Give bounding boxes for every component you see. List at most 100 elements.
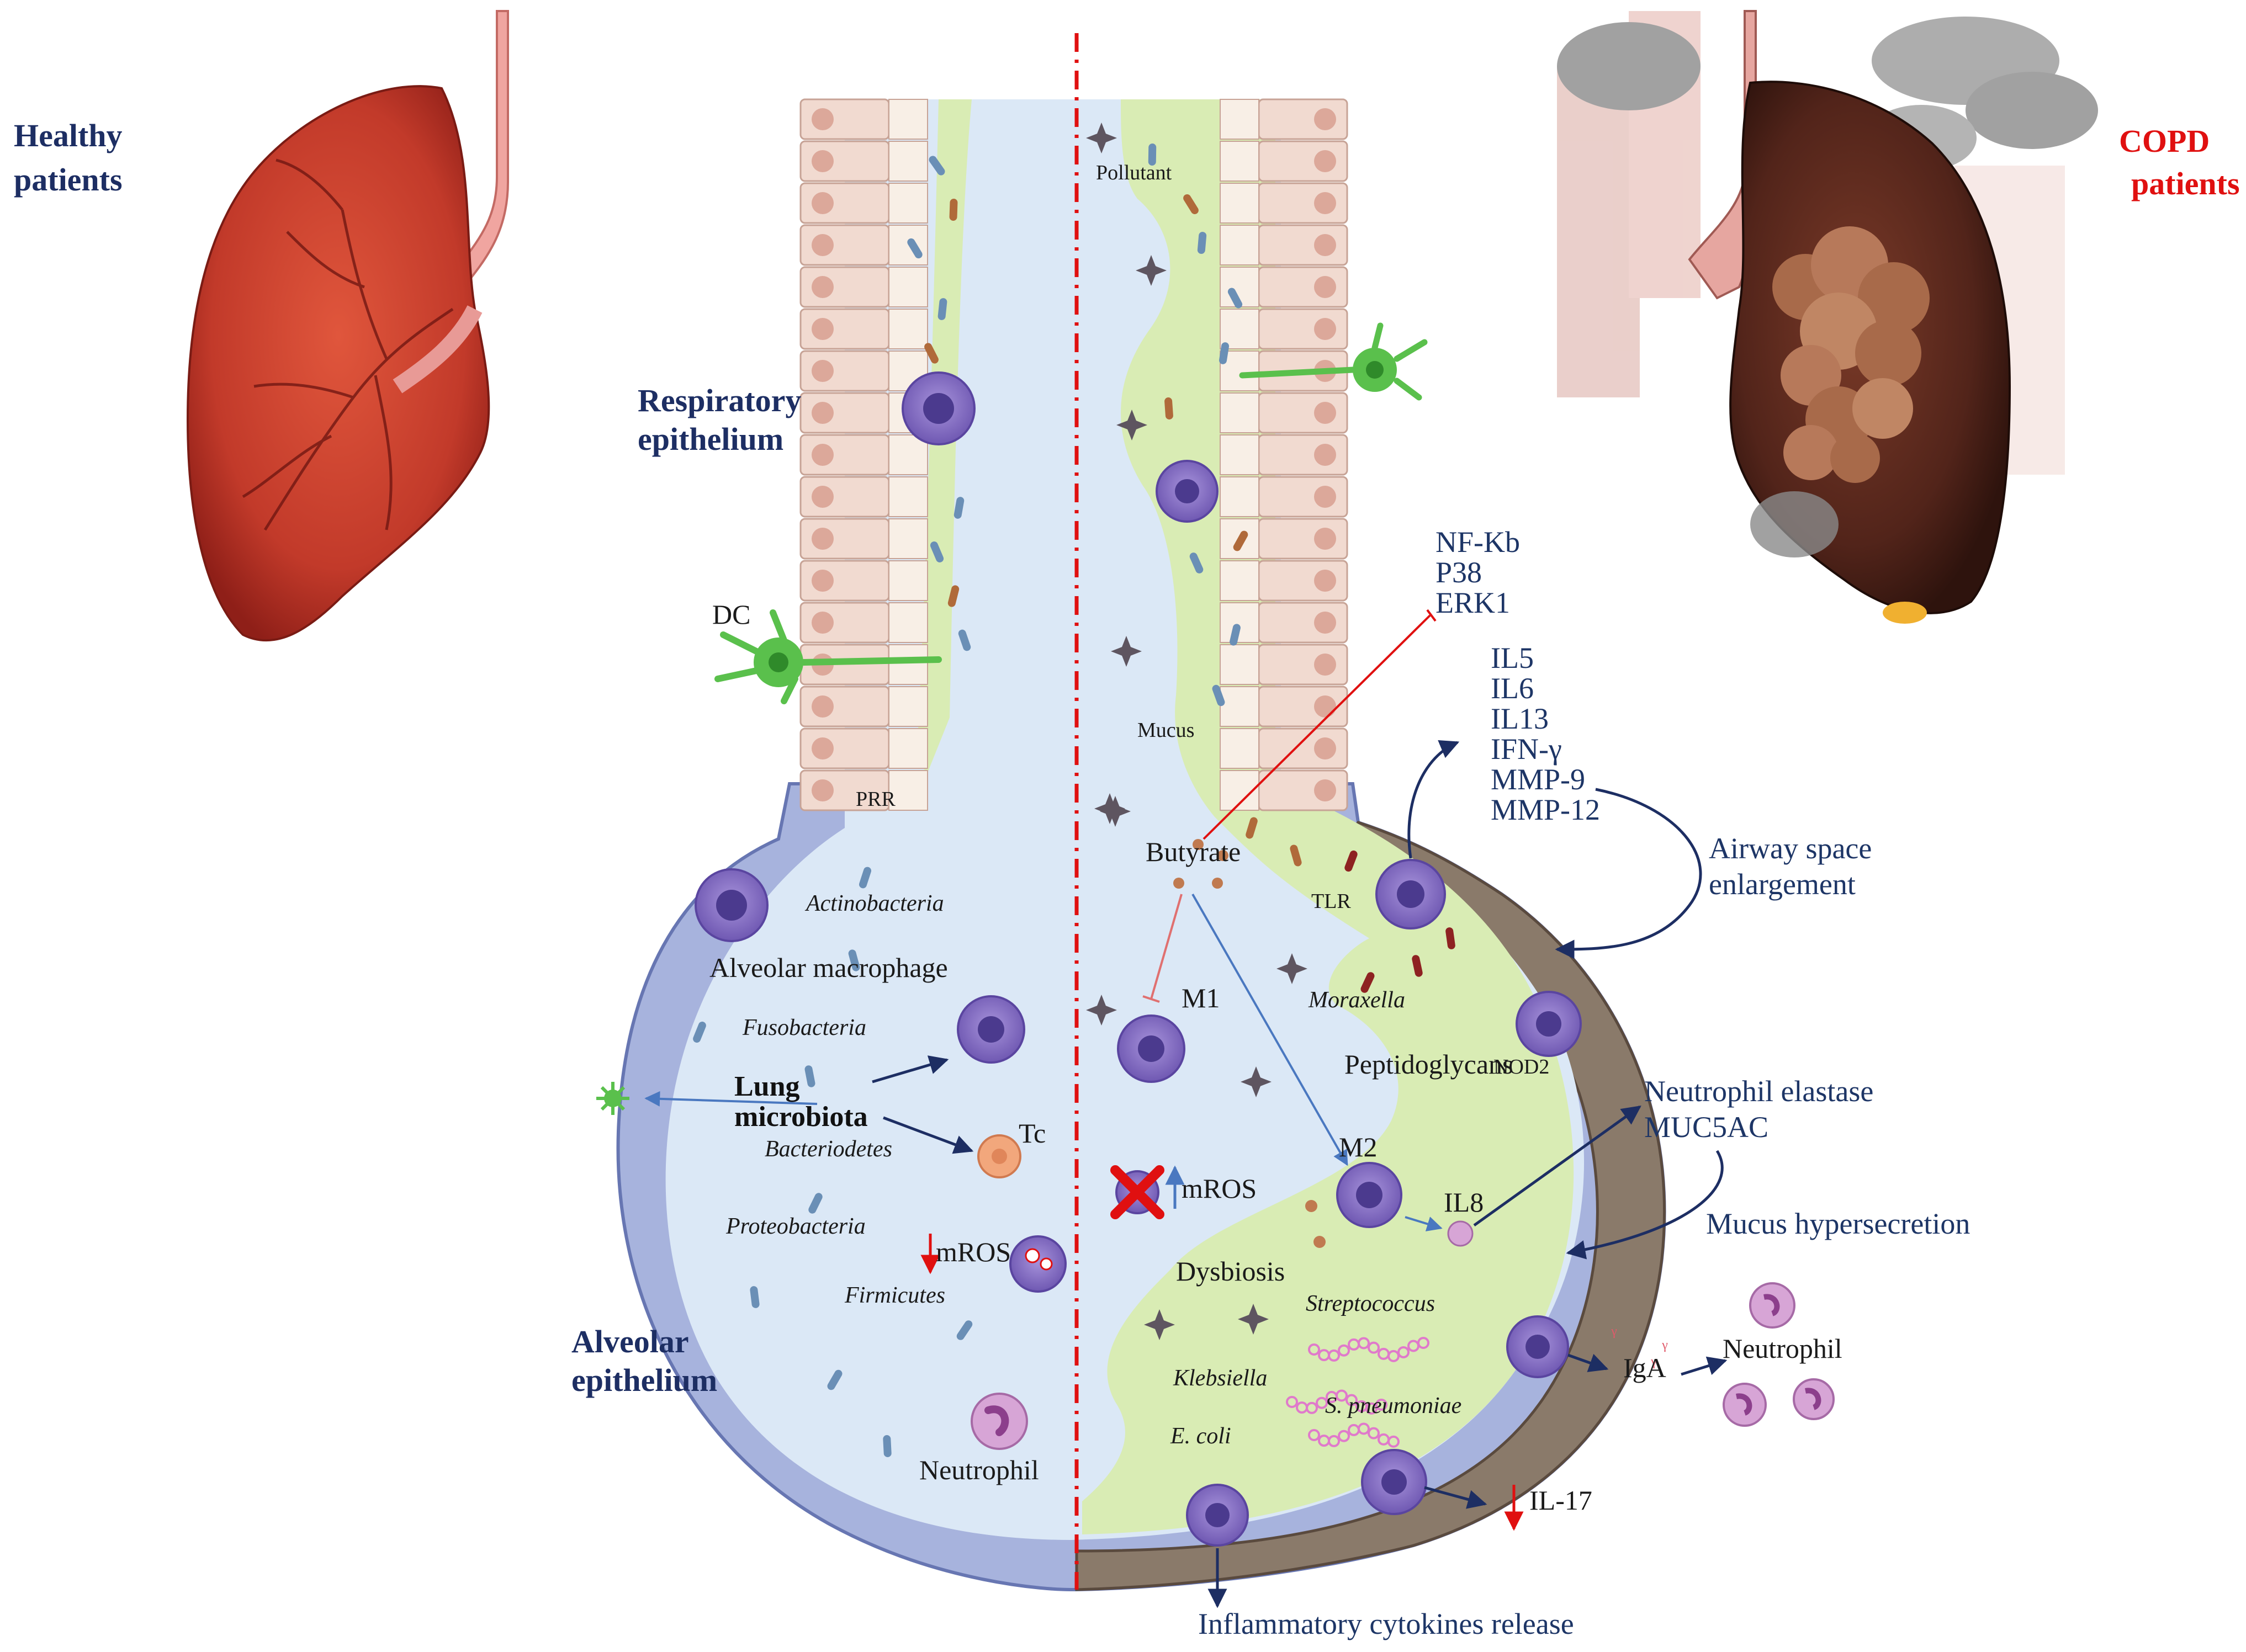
cilia-band [1220, 476, 1259, 517]
streptococcus-coccus [1306, 1401, 1318, 1414]
pollutant-star [1086, 123, 1117, 153]
bacterium [1183, 194, 1199, 215]
dysbiosis-label: Dysbiosis [1176, 1256, 1285, 1287]
cilia-band [888, 770, 928, 811]
lung-microbiota-label-2: microbiota [734, 1101, 868, 1133]
neutrophil-group-right [1723, 1282, 1835, 1427]
cilia-band [1220, 686, 1259, 727]
cilia-band [888, 225, 928, 265]
cell-nucleus [812, 402, 834, 424]
streptococcus-chains [1286, 1337, 1429, 1448]
cytokine-item: IL13 [1491, 702, 1549, 735]
cell-nucleus [812, 528, 834, 550]
bacterium [1412, 955, 1423, 977]
streptococcus-label: Streptococcus [1306, 1291, 1435, 1316]
macrophage-iga-icon [1506, 1315, 1569, 1378]
mucus-label: Mucus [1137, 719, 1194, 742]
cilia-band [888, 560, 928, 601]
cilia-band [1220, 434, 1259, 475]
cilia-band [888, 267, 928, 307]
dc-small-icon [596, 1082, 629, 1115]
cell-nucleus [1314, 612, 1336, 634]
copd-label-2: patients [2131, 166, 2240, 201]
respiratory-epithelium-label-1: Respiratory [638, 383, 801, 418]
airway-label-2: enlargement [1709, 868, 1856, 901]
macrophage-mros-healthy [1009, 1235, 1067, 1293]
bacterium [693, 1021, 706, 1043]
cilia-band [1220, 309, 1259, 349]
iga-glyphs: ᵞ ᵞ ᵞ [1611, 1321, 1668, 1377]
cilia-band [888, 644, 928, 685]
cilia-band [1220, 141, 1259, 182]
streptococcus-coccus [1338, 1344, 1350, 1357]
cytokine-item: IL5 [1491, 641, 1534, 674]
neutrophil-elastase-label: Neutrophil elastase [1644, 1075, 1873, 1108]
pollutant-star [1238, 1304, 1269, 1335]
cilia-band [888, 476, 928, 517]
signaling-list: NF-Kb P38 ERK1 [1435, 525, 1520, 619]
cell-nucleus [812, 570, 834, 592]
streptococcus-coccus [1375, 1398, 1387, 1411]
alveolar-macrophage-icon [695, 868, 769, 942]
macrophage-epithelium-copd [1156, 460, 1219, 523]
cilia-band [888, 309, 928, 349]
cell-nucleus [1314, 192, 1336, 214]
copd-epithelium [1220, 98, 1348, 811]
bacterium [956, 1320, 973, 1340]
cell-nucleus [1314, 737, 1336, 759]
fusobacteria-label: Fusobacteria [742, 1015, 866, 1040]
streptococcus-coccus [1328, 1349, 1340, 1362]
copd-label-1: COPD [2119, 123, 2210, 159]
cilia-band [888, 518, 928, 559]
cytokine-item: MMP-9 [1491, 763, 1585, 796]
streptococcus-coccus [1338, 1430, 1350, 1442]
bacterium [929, 156, 945, 176]
healthy-lung [186, 10, 509, 642]
dc-copd-icon [1239, 322, 1428, 401]
cytokine-item: IFN-γ [1491, 732, 1562, 766]
bacterium [1219, 342, 1230, 364]
neutrophil-il8-icon [1447, 1220, 1474, 1247]
cell-nucleus [1314, 402, 1336, 424]
alveolar-epithelium-label-2: epithelium [571, 1362, 717, 1398]
streptococcus-coccus [1286, 1396, 1298, 1408]
cilia-band [1220, 602, 1259, 643]
cell-nucleus [1314, 318, 1336, 340]
signaling-item: ERK1 [1435, 586, 1510, 619]
bacterium [804, 1065, 815, 1087]
streptococcus-coccus [1328, 1435, 1340, 1447]
pollutant-particles [1086, 123, 1307, 1340]
cell-nucleus [1314, 444, 1336, 466]
bacterium [1290, 844, 1302, 867]
m1-macrophage-icon [1117, 1014, 1185, 1083]
macrophage-tlr-icon [1375, 859, 1446, 929]
macrophage-epithelium-healthy [902, 371, 976, 445]
e-coli-label: E. coli [1170, 1423, 1231, 1449]
streptococcus-coccus [1397, 1346, 1410, 1358]
macrophage-inflammatory-icon [1186, 1484, 1249, 1547]
neutrophil-label: Neutrophil [919, 1454, 1039, 1485]
cell-nucleus [812, 192, 834, 214]
healthy-epithelium [799, 98, 928, 811]
macrophage-il17-icon [1361, 1449, 1427, 1515]
cilia-band [888, 350, 928, 391]
alveolar-epithelium-label-1: Alveolar [571, 1324, 689, 1359]
cell-nucleus [1314, 276, 1336, 298]
cilia-band [1220, 225, 1259, 265]
cell-nucleus [1314, 779, 1336, 801]
bacterium [750, 1286, 760, 1308]
cell-nucleus [812, 779, 834, 801]
bacterium [1344, 850, 1358, 872]
cell-nucleus [812, 695, 834, 718]
cytokine-item: MMP-12 [1491, 793, 1600, 826]
cell-nucleus [1314, 486, 1336, 508]
streptococcus-coccus [1368, 1427, 1380, 1439]
s-pneumoniae-label: S. pneumoniae [1325, 1393, 1461, 1419]
cell-nucleus [812, 486, 834, 508]
bacterium [907, 238, 923, 259]
signaling-item: P38 [1435, 556, 1482, 589]
inflammatory-label: Inflammatory cytokines release [1198, 1607, 1574, 1640]
bacterium [1164, 397, 1173, 419]
